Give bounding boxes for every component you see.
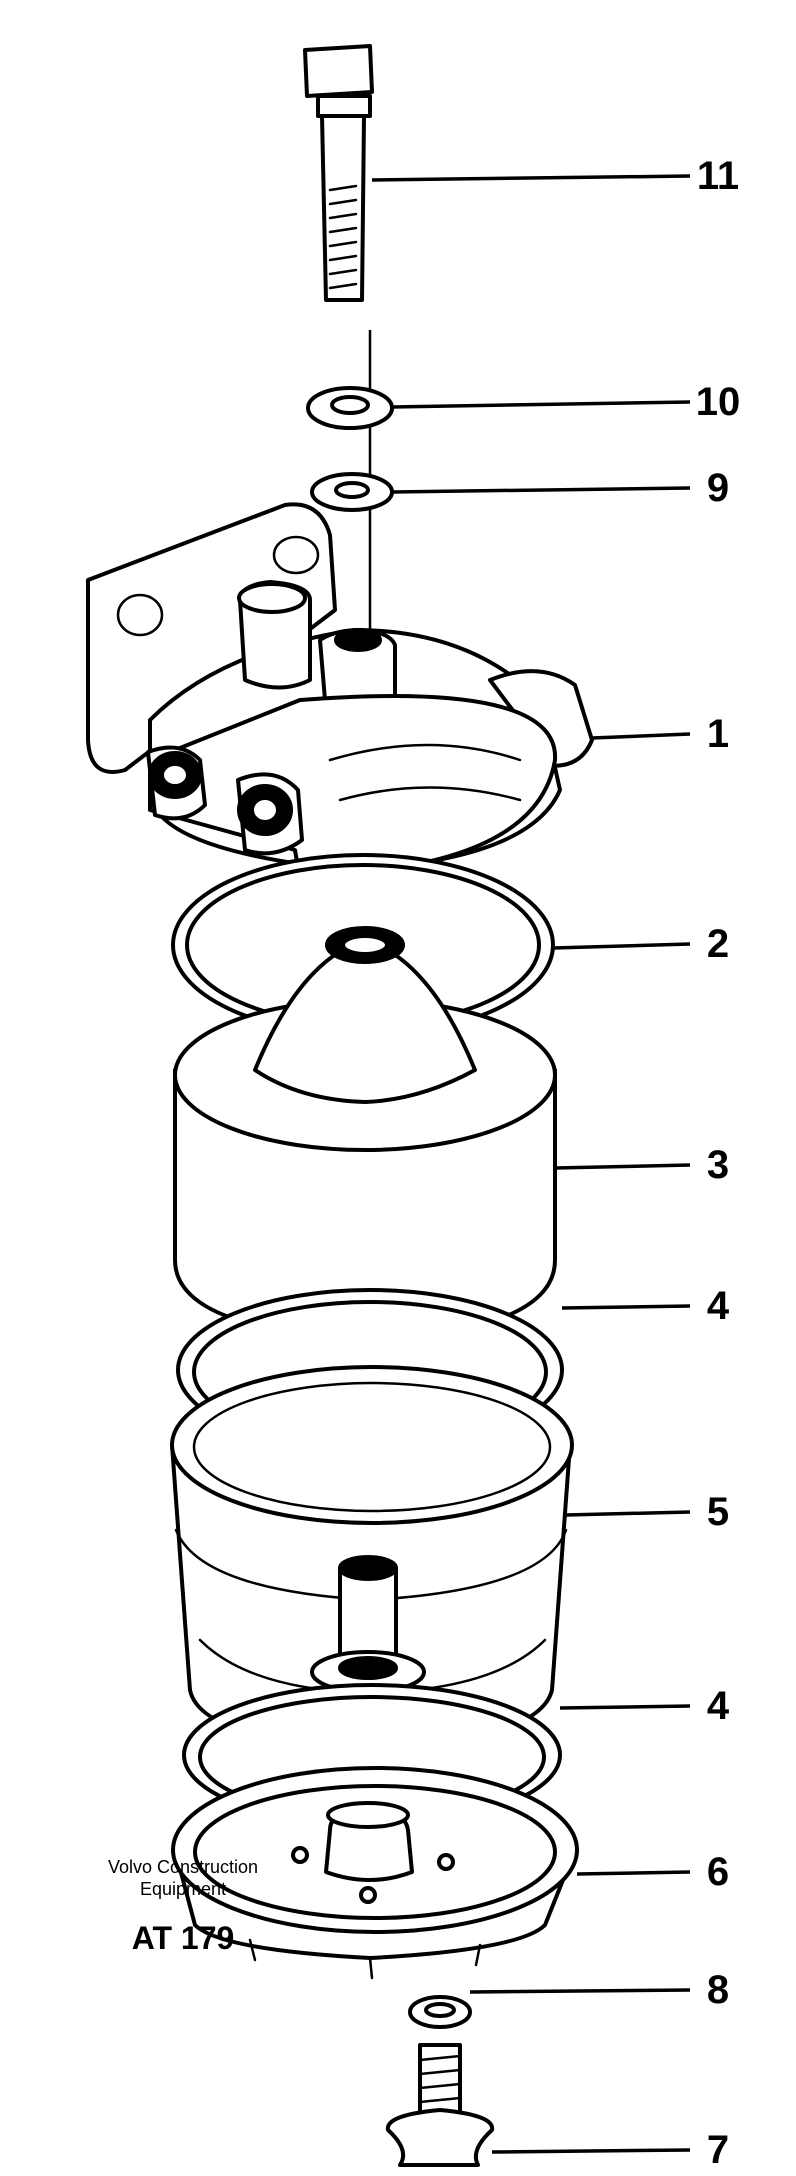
part-7-drain-plug [385,2043,495,2167]
leader-6 [576,1870,691,1876]
footer-company: Volvo Construction Equipment [68,1856,298,1900]
leader-lines [371,174,691,2154]
figure-code: AT 179 [131,1920,235,1956]
part-11-bolt [303,44,374,302]
callout-11: 11 [696,154,740,198]
leader-4-lower [559,1704,691,1710]
callout-5: 5 [706,1490,730,1534]
part-10-lock-washer [306,386,394,430]
leader-9 [391,486,691,494]
callout-3: 3 [706,1143,730,1187]
part-9-washer [310,472,394,512]
callout-7: 7 [706,2128,730,2172]
callout-9: 9 [706,466,730,510]
callout-8: 8 [706,1968,730,2012]
part-6-bottom-cover [171,1766,579,1980]
callout-4-lower: 4 [706,1684,730,1728]
leader-3 [554,1163,691,1170]
leader-5 [565,1510,691,1517]
callout-4-upper: 4 [706,1284,730,1328]
leader-11 [371,174,691,182]
footer-company-line2: Equipment [139,1879,227,1899]
part-1-filter-head [86,502,594,882]
leader-1 [591,732,691,740]
callout-10: 10 [695,380,741,424]
leader-10 [391,400,691,409]
leader-8 [469,1988,691,1994]
footer-company-line1: Volvo Construction [107,1857,259,1877]
callout-6: 6 [706,1850,730,1894]
part-8-seal-washer [408,1995,472,2029]
leader-2 [552,942,691,950]
leader-7 [491,2148,691,2154]
part-5-bowl [170,1365,574,1752]
callout-2: 2 [706,922,730,966]
callout-1: 1 [706,712,730,756]
leader-4-upper [561,1304,691,1310]
